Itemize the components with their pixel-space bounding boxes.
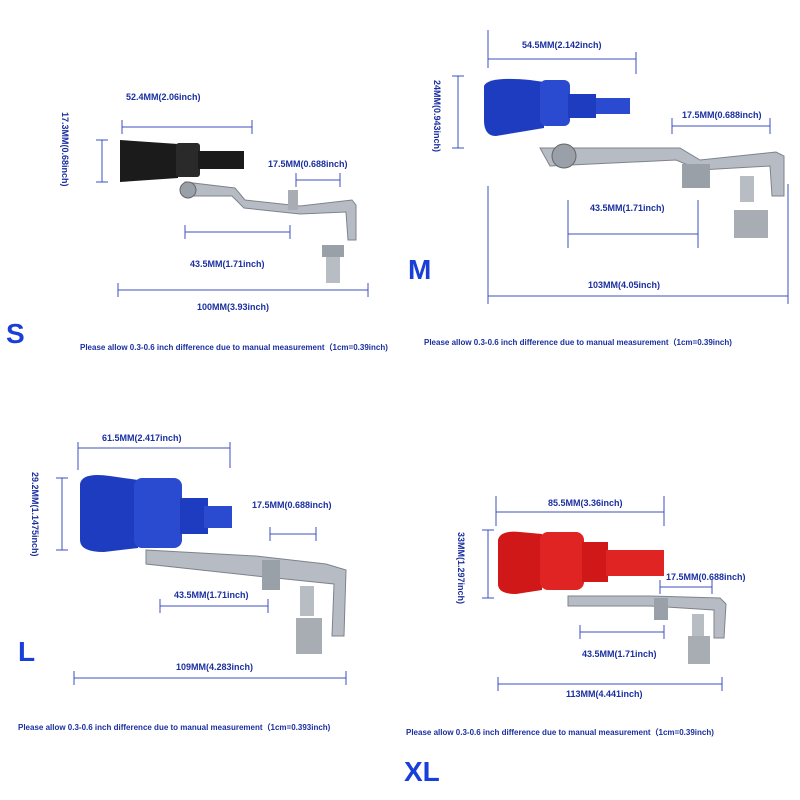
product-drawing-l (56, 442, 347, 685)
size-label: M (408, 254, 432, 285)
panel-size-l: 61.5MM(2.417inch) 29.2MM(1.1475inch) 17.… (0, 400, 400, 800)
product-drawing-s (96, 120, 369, 297)
diameter-dimension-label: 33MM(1.297inch) (456, 532, 466, 605)
length-dimension-label: 52.4MM(2.06inch) (126, 92, 201, 102)
measurement-note: Please allow 0.3-0.6 inch difference due… (18, 723, 331, 732)
diameter-dimension-label: 17.3MM(0.68inch) (60, 112, 70, 187)
product-drawing-xl (482, 496, 727, 691)
outlet-dimension-label: 17.5MM(0.688inch) (666, 572, 746, 582)
length-dimension-label: 85.5MM(3.36inch) (548, 498, 623, 508)
size-label: S (6, 318, 25, 349)
panel-size-xl: 85.5MM(3.36inch) 33MM(1.297inch) 17.5MM(… (400, 400, 800, 800)
total-length-label: 113MM(4.441inch) (566, 689, 643, 699)
outlet-dimension-label: 17.5MM(0.688inch) (252, 500, 332, 510)
product-drawing-m (452, 30, 789, 304)
total-length-label: 103MM(4.05inch) (588, 280, 661, 290)
bracket-dimension-label: 43.5MM(1.71inch) (582, 649, 657, 659)
measurement-note: Please allow 0.3-0.6 inch difference due… (424, 338, 732, 347)
diameter-dimension-label: 29.2MM(1.1475inch) (30, 472, 40, 557)
length-dimension-label: 54.5MM(2.142inch) (522, 40, 602, 50)
length-dimension-label: 61.5MM(2.417inch) (102, 433, 182, 443)
panel-size-m: 54.5MM(2.142inch) 24MM(0.943inch) 17.5MM… (400, 0, 800, 400)
outlet-dimension-label: 17.5MM(0.688inch) (268, 159, 348, 169)
diameter-dimension-label: 24MM(0.943inch) (432, 80, 442, 153)
size-label: XL (404, 756, 440, 787)
panel-size-s: 52.4MM(2.06inch) 17.3MM(0.68inch) 17.5MM… (0, 0, 400, 400)
size-label: L (18, 636, 36, 667)
measurement-note: Please allow 0.3-0.6 inch difference due… (80, 343, 388, 352)
total-length-label: 109MM(4.283inch) (176, 662, 254, 672)
total-length-label: 100MM(3.93inch) (197, 302, 270, 312)
bracket-dimension-label: 43.5MM(1.71inch) (590, 203, 665, 213)
measurement-note: Please allow 0.3-0.6 inch difference due… (406, 728, 714, 737)
bracket-dimension-label: 43.5MM(1.71inch) (174, 590, 249, 600)
bracket-dimension-label: 43.5MM(1.71inch) (190, 259, 265, 269)
outlet-dimension-label: 17.5MM(0.688inch) (682, 110, 762, 120)
